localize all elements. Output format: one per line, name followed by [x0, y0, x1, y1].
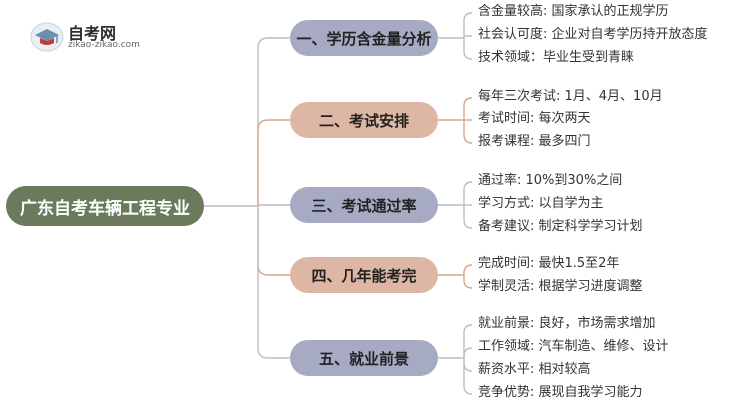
leaf-connector [463, 35, 472, 39]
site-logo[interactable]: 自考网 zikao-zikao.com [30, 20, 150, 56]
branch-connector [257, 37, 290, 206]
branch-node: 四、几年能考完 [290, 257, 438, 293]
leaf-item: 通过率: 10%到30%之间 [478, 173, 623, 188]
branch-node: 二、考试安排 [290, 102, 438, 138]
leaf-connector [463, 358, 473, 372]
leaf-item: 竞争优势: 展现自我学习能力 [478, 385, 643, 400]
leaf-item: 学习方式: 以自学为主 [478, 196, 604, 211]
leaf-item: 技术领域：毕业生受到青睐 [478, 50, 635, 65]
leaf-item: 完成时间: 最快1.5至2年 [478, 256, 620, 271]
leaf-connector [463, 12, 473, 38]
branch-node: 五、就业前景 [290, 340, 438, 376]
leaf-connector [463, 264, 473, 275]
logo-url: zikao-zikao.com [68, 40, 140, 50]
branch-connector [257, 119, 290, 206]
root-node: 广东自考车辆工程专业 [6, 186, 204, 226]
leaf-item: 含金量较高: 国家承认的正规学历 [478, 4, 669, 19]
leaf-connector [463, 275, 473, 289]
leaf-connector [463, 181, 473, 205]
branch-node: 一、学历含金量分析 [290, 20, 438, 56]
leaf-item: 每年三次考试: 1月、4月、10月 [478, 89, 663, 104]
leaf-connector [463, 38, 473, 60]
leaf-connector [463, 97, 473, 120]
leaf-connector [463, 324, 473, 358]
leaf-connector [463, 205, 473, 229]
logo-name: 自考网 [68, 24, 117, 43]
leaf-item: 社会认可度: 企业对自考学历持开放态度 [478, 27, 708, 42]
leaf-connector [463, 120, 473, 144]
leaf-item: 学制灵活: 根据学习进度调整 [478, 279, 643, 294]
branch-connector [257, 206, 290, 359]
leaf-connector [463, 358, 473, 395]
leaf-item: 就业前景: 良好，市场需求增加 [478, 316, 656, 331]
branch-node: 三、考试通过率 [290, 187, 438, 223]
graduation-cap-icon [30, 22, 64, 52]
leaf-item: 备考建议: 制定科学学习计划 [478, 219, 643, 234]
leaf-item: 薪资水平: 相对较高 [478, 362, 591, 377]
leaf-item: 报考课程: 最多四门 [478, 134, 591, 149]
branch-connector [257, 204, 290, 207]
leaf-connector [463, 347, 473, 358]
leaf-item: 考试时间: 每次两天 [478, 111, 591, 126]
branch-connector [257, 206, 290, 276]
leaf-item: 工作领域: 汽车制造、维修、设计 [478, 339, 669, 354]
